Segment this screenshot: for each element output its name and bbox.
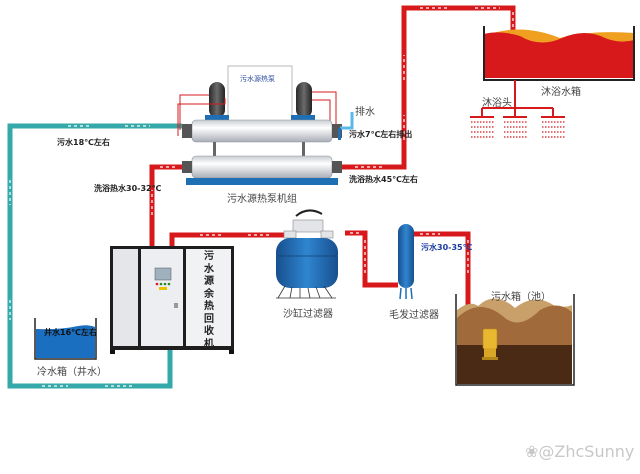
watermark: ❀@ZhcSunny <box>525 442 635 461</box>
hair-filter <box>398 224 414 300</box>
bath-hot-45-label: 洗浴热水45℃左右 <box>349 175 418 184</box>
heat-pump-unit-label: 污水源热泵机组 <box>227 194 297 205</box>
heat-pump-unit <box>177 65 354 185</box>
compressor-left <box>209 82 225 118</box>
sewage-pump <box>482 328 498 350</box>
drain-label: 排水 <box>355 107 375 118</box>
cold-water-pipe <box>7 123 182 389</box>
sand-filter <box>276 209 338 299</box>
evaporator-cylinder <box>191 119 333 143</box>
well-16-label: 井水16℃左右 <box>44 328 97 337</box>
bath-tank-label: 沐浴水箱 <box>541 87 581 98</box>
sewage-tank-label: 污水箱（池） <box>491 292 551 303</box>
shower-head-label: 沐浴头 <box>482 98 512 109</box>
cold-pipe-flow-arrows <box>9 125 150 387</box>
sewage-30-35-label: 污水30-35℃ <box>421 243 473 252</box>
heat-pump-box-label: 污水源热泵 <box>240 75 275 83</box>
condenser-cylinder <box>191 155 333 179</box>
compressor-right <box>296 82 312 118</box>
heat-pump-box <box>227 65 293 127</box>
shower-spray <box>471 121 565 138</box>
recovery-unit <box>110 246 234 354</box>
hair-filter-label: 毛发过滤器 <box>389 310 439 321</box>
bath-tank <box>470 26 635 138</box>
sewage-18-label: 污水18℃左右 <box>57 138 110 147</box>
control-screen <box>154 267 172 281</box>
sand-filter-label: 沙缸过滤器 <box>283 309 333 320</box>
hot-pipe-flow-arrows <box>151 7 514 275</box>
sewage-7-out-label: 污水7℃左右排出 <box>349 130 413 139</box>
sewage-tank <box>455 294 575 386</box>
recovery-unit-label: 污 水 源 余 热 回 收 机 <box>204 251 214 350</box>
cold-water-tank <box>34 318 97 360</box>
cold-tank-label: 冷水箱（井水） <box>37 367 107 378</box>
bath-hot-30-32-label: 洗浴热水30-32℃ <box>94 184 162 193</box>
paw-icon: ❀ <box>525 442 539 461</box>
